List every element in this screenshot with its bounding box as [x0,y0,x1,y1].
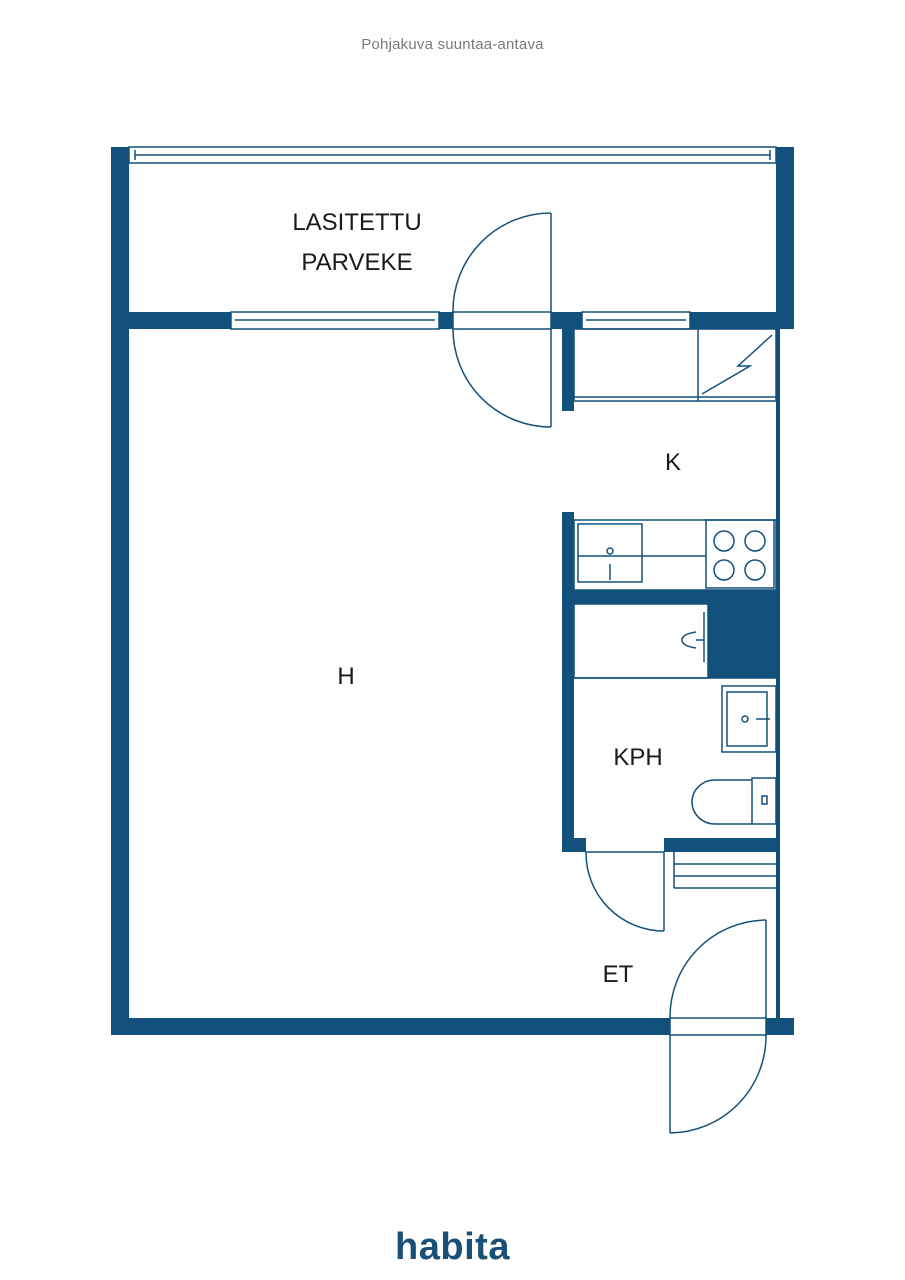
room-label-entry: ET [603,961,634,988]
washbasin-icon [721,685,777,753]
wall-bathroom-top [562,590,776,604]
stove-burner-icon [744,559,766,581]
bathroom-fixtures [691,685,777,825]
wall-right-thin [776,328,780,1018]
balcony-glazing [128,146,777,164]
wall-right-upper [776,147,794,325]
entry-door [669,919,767,1134]
stove-burner-icon [713,530,735,552]
wall-right-bottom [766,1018,794,1035]
wall-bathroom-bottom-left [562,838,586,852]
room-label-bathroom: KPH [613,744,662,771]
wall-bathroom-bottom-right [664,838,776,852]
room-label-living: H [337,663,354,690]
windows [230,311,691,330]
plan-caption: Pohjakuva suuntaa-antava [361,36,544,53]
wall-left [111,147,129,1035]
kitchen-counter [573,519,777,591]
shower-area [573,603,776,679]
balcony-door [452,212,552,428]
walls [111,147,794,1035]
wall-bottom [111,1018,670,1035]
wall-bathroom-left [562,512,574,852]
entry-shelf [673,852,776,889]
bathroom-door [585,851,665,932]
stove-burner-icon [713,559,735,581]
stove-burner-icon [744,530,766,552]
wall-divider-far [690,312,794,329]
room-label-balcony-line1: LASITETTU [292,209,421,236]
wall-shaft [708,604,776,678]
kitchen-upper [573,328,777,402]
habita-logo: habita [395,1226,510,1268]
toilet-tank-icon [751,777,777,825]
toilet-bowl-icon [691,779,752,825]
shower-head-icon [681,631,697,649]
room-label-kitchen: K [665,449,681,476]
room-label-balcony-line2: PARVEKE [301,249,412,276]
wall-kitchen-stub [562,329,574,411]
wall-divider-left [111,312,231,329]
wall-divider-mid [439,312,453,329]
wall-divider-right [551,312,582,329]
